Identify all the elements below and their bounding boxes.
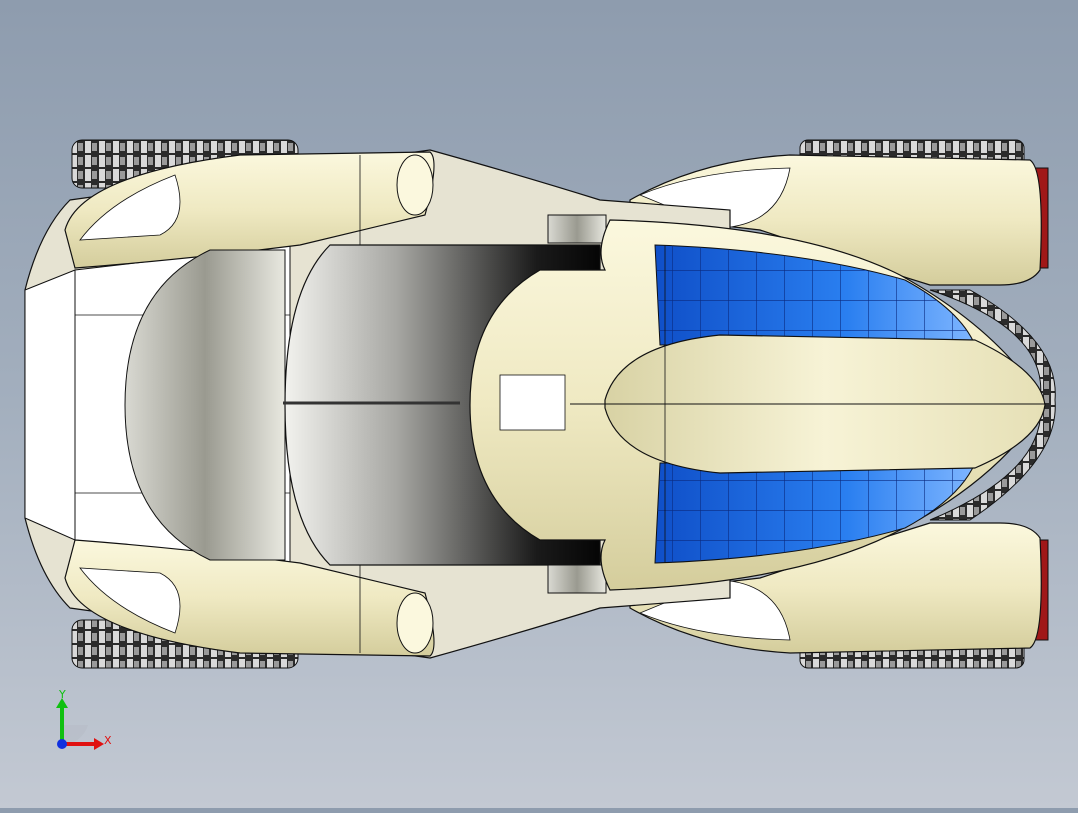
tail-wheel [929,289,1056,521]
right-glass-grid [655,463,975,563]
front-seat-cowl [124,249,286,561]
right-headlight [396,592,434,654]
x-axis-label: X [104,734,112,747]
rear-vent [499,374,566,431]
left-headlight [396,154,434,216]
right-fender-inner [79,567,181,634]
right-side-pod [547,564,607,594]
front-nose [24,269,76,541]
left-fender-inner [79,174,181,241]
left-rear-fender-panel [638,167,791,229]
z-axis-dot [57,739,67,749]
y-axis-label: Y [58,688,66,701]
left-glass-grid [655,245,975,345]
right-rear-fender-panel [638,579,791,641]
left-side-pod [547,214,607,244]
coordinate-triad: Y X [56,688,112,750]
